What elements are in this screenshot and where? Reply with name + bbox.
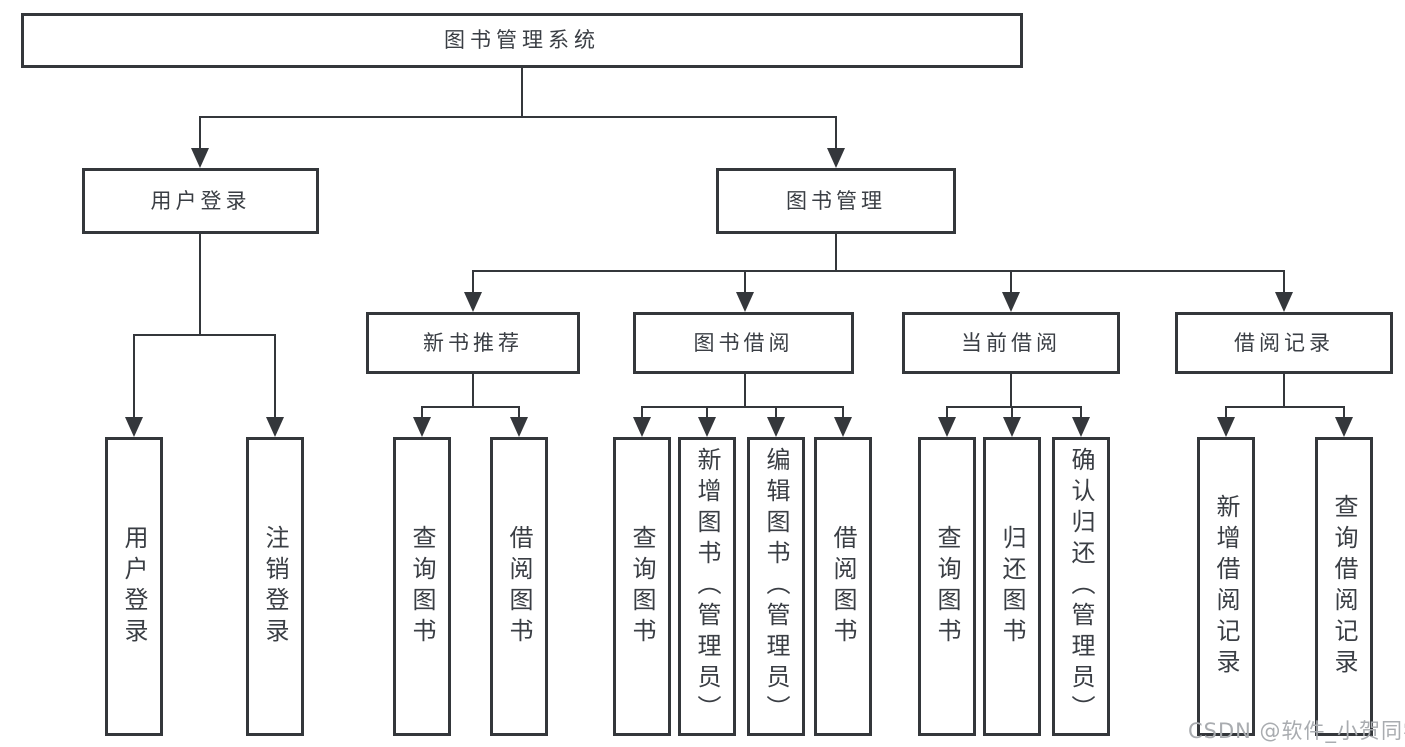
connector-line (1225, 406, 1345, 408)
connector-line (521, 66, 523, 118)
connector-line (1010, 270, 1012, 294)
arrow-down-icon (834, 417, 852, 437)
connector-line (835, 232, 837, 272)
connector-line (706, 406, 708, 418)
connector-line (1010, 372, 1012, 408)
leaf-add-borrow-record: 新增借阅记录 (1197, 437, 1255, 736)
connector-line (133, 334, 276, 336)
node-book-management: 图书管理 (716, 168, 956, 234)
leaf-logout: 注销登录 (246, 437, 304, 736)
arrow-down-icon (633, 417, 651, 437)
arrow-down-icon (1003, 417, 1021, 437)
leaf-query-borrow-record: 查询借阅记录 (1315, 437, 1373, 736)
arrow-down-icon (510, 417, 528, 437)
connector-line (1283, 372, 1285, 408)
leaf-edit-book-admin: 编辑图书（管理员） (747, 437, 805, 736)
arrow-down-icon (191, 148, 209, 168)
leaf-query-books-recommend: 查询图书 (393, 437, 451, 736)
arrow-down-icon (736, 292, 754, 312)
arrow-down-icon (266, 417, 284, 437)
arrow-down-icon (464, 292, 482, 312)
arrow-down-icon (1072, 417, 1090, 437)
leaf-return-book: 归还图书 (983, 437, 1041, 736)
connector-line (1343, 406, 1345, 418)
leaf-query-books-current: 查询图书 (918, 437, 976, 736)
leaf-add-book-admin: 新增图书（管理员） (678, 437, 736, 736)
arrow-down-icon (1335, 417, 1353, 437)
connector-line (946, 406, 948, 418)
arrow-down-icon (827, 148, 845, 168)
connector-line (274, 334, 276, 418)
connector-line (472, 270, 1285, 272)
leaf-borrow-books-recommend: 借阅图书 (490, 437, 548, 736)
arrow-down-icon (413, 417, 431, 437)
connector-line (518, 406, 520, 418)
connector-line (199, 116, 837, 118)
connector-line (421, 406, 423, 418)
connector-line (199, 116, 201, 149)
connector-line (1080, 406, 1082, 418)
csdn-watermark: CSDN @软件_小贺同学 (1188, 719, 1405, 743)
connector-line (421, 406, 520, 408)
arrow-down-icon (1002, 292, 1020, 312)
arrow-down-icon (1275, 292, 1293, 312)
connector-line (835, 116, 837, 149)
connector-line (842, 406, 844, 418)
node-root: 图书管理系统 (21, 13, 1023, 68)
connector-line (641, 406, 643, 418)
leaf-confirm-return-admin: 确认归还（管理员） (1052, 437, 1110, 736)
arrow-down-icon (767, 417, 785, 437)
connector-line (744, 372, 746, 408)
connector-line (1225, 406, 1227, 418)
connector-line (641, 406, 844, 408)
connector-line (472, 270, 474, 294)
connector-line (199, 232, 201, 336)
node-book-borrow: 图书借阅 (633, 312, 854, 374)
leaf-user-login: 用户登录 (105, 437, 163, 736)
connector-line (744, 270, 746, 294)
node-current-borrow: 当前借阅 (902, 312, 1120, 374)
arrow-down-icon (698, 417, 716, 437)
arrow-down-icon (938, 417, 956, 437)
connector-line (1283, 270, 1285, 294)
connector-line (1011, 406, 1013, 418)
node-borrow-records: 借阅记录 (1175, 312, 1393, 374)
connector-line (133, 334, 135, 418)
connector-line (775, 406, 777, 418)
node-new-book-recommend: 新书推荐 (366, 312, 580, 374)
node-user-login: 用户登录 (82, 168, 319, 234)
leaf-borrow-books: 借阅图书 (814, 437, 872, 736)
connector-line (472, 372, 474, 408)
arrow-down-icon (1217, 417, 1235, 437)
leaf-query-books-borrow: 查询图书 (613, 437, 671, 736)
arrow-down-icon (125, 417, 143, 437)
connector-line (946, 406, 1082, 408)
